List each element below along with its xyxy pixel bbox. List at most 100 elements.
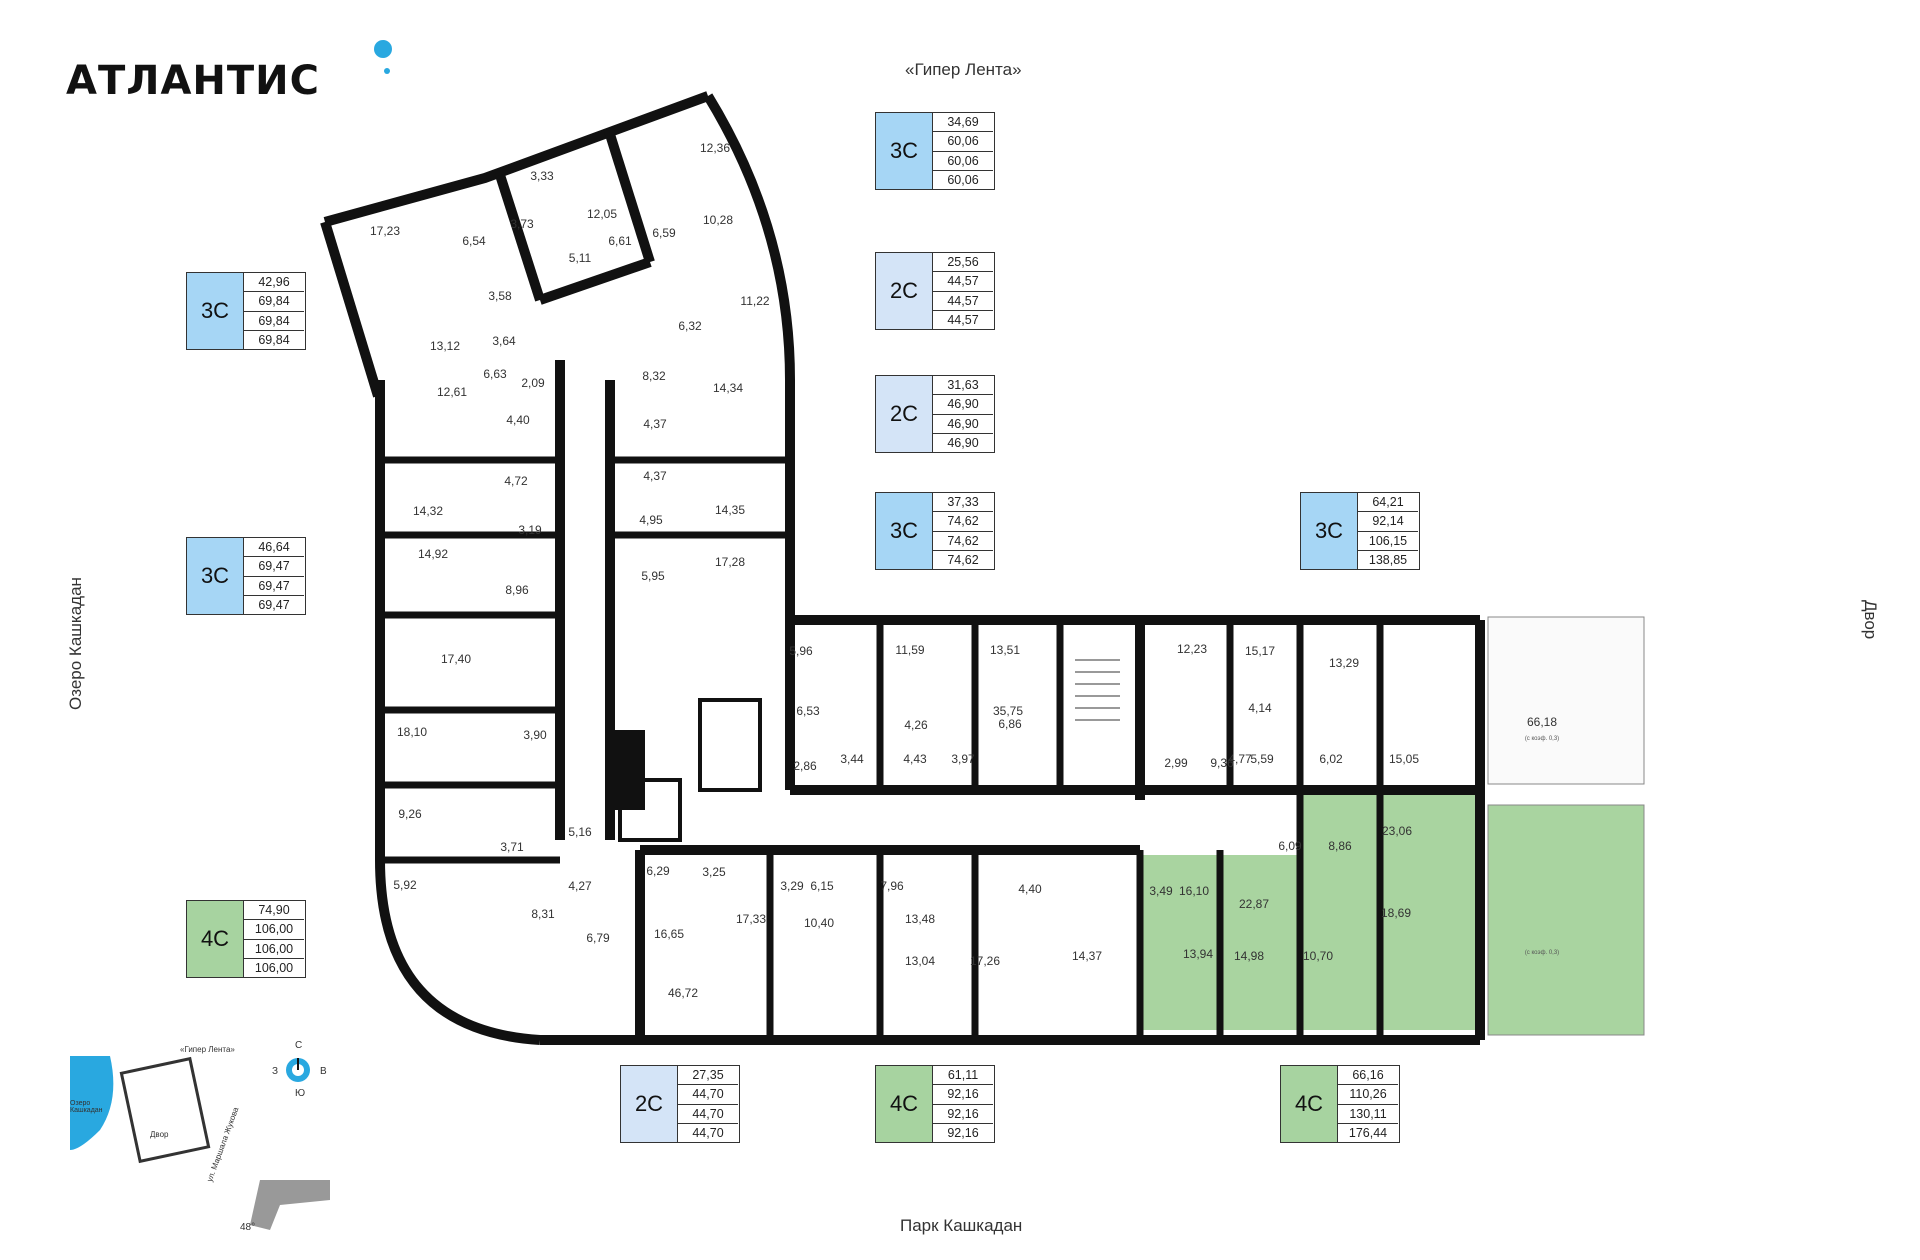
- east-partitions: [766, 620, 1384, 1040]
- room-area-label: 14,98: [1234, 949, 1264, 963]
- room-area-label: 12,23: [1177, 642, 1207, 656]
- room-area-label: 13,51: [990, 643, 1020, 657]
- room-area-label: 10,40: [804, 916, 834, 930]
- room-area-label: 4,37: [643, 417, 667, 431]
- room-area-label: 3,49: [1149, 884, 1173, 898]
- card-area: 46,90: [947, 435, 979, 450]
- card-area: 25,56: [933, 253, 993, 273]
- lake-shape: [70, 1056, 114, 1150]
- room-area-label: 3,19: [518, 523, 542, 537]
- room-area-label: 8,96: [505, 583, 529, 597]
- room-area-label: 3,29: [780, 879, 804, 893]
- context-east: Двор: [1861, 600, 1880, 640]
- room-area-label: 4,40: [1018, 882, 1042, 896]
- card-area: 44,70: [678, 1085, 738, 1105]
- room-area-label: 11,22: [740, 294, 769, 308]
- card-area: 69,84: [258, 332, 290, 347]
- elevator-shaft-2: [618, 778, 682, 842]
- room-area-label: 8,31: [531, 907, 555, 921]
- card-area: 74,62: [933, 532, 993, 551]
- card-area: 69,84: [244, 312, 304, 331]
- card-area: 27,35: [678, 1066, 738, 1086]
- context-north: «Гипер Лента»: [905, 60, 1022, 79]
- card-type: 3С: [187, 273, 244, 349]
- room-area-label: 6,63: [483, 367, 507, 381]
- compass-north: С: [295, 1040, 303, 1051]
- room-area-label: 66,18: [1527, 715, 1557, 729]
- card-area: 44,57: [947, 312, 979, 327]
- location-minimap: [70, 1056, 330, 1230]
- room-area-label: 23,06: [1382, 824, 1412, 838]
- room-area-label: 13,04: [905, 954, 935, 968]
- room-area-label: 5,92: [393, 878, 417, 892]
- room-area-label: 4,72: [504, 474, 528, 488]
- card-area: 92,16: [933, 1085, 993, 1105]
- card-area: 110,26: [1338, 1085, 1398, 1105]
- card-area: 92,14: [1358, 512, 1418, 532]
- card-area: 176,44: [1348, 1125, 1388, 1140]
- room-area-label: 6,09: [1278, 839, 1302, 853]
- room-area-label: 35,75: [993, 704, 1023, 718]
- card-area: 60,06: [933, 132, 993, 152]
- logo-dot-icon: [374, 40, 392, 58]
- room-area-label: 4,40: [506, 413, 530, 427]
- compass-angle: 48°: [240, 1222, 256, 1233]
- card-area: 31,63: [933, 376, 993, 396]
- card-area: 138,85: [1368, 552, 1408, 567]
- card-area: 69,84: [244, 292, 304, 312]
- brand-logo: АТЛАНТИС: [66, 58, 321, 104]
- room-area-label: 17,40: [441, 652, 471, 666]
- room-area-label: 6,79: [586, 931, 610, 945]
- tower-walls: [320, 91, 795, 398]
- room-area-label: 6,54: [462, 234, 486, 248]
- terrace-note: (с коэф. 0,3): [1525, 950, 1559, 956]
- compass-east: В: [320, 1066, 327, 1077]
- card-type: 3С: [876, 493, 933, 569]
- core-column: [610, 730, 645, 810]
- card-area: 74,62: [947, 552, 979, 567]
- card-type: 4С: [187, 901, 244, 977]
- room-area-label: 14,34: [713, 381, 743, 395]
- room-area-label: 16,10: [1179, 884, 1209, 898]
- card-type: 2С: [876, 376, 933, 452]
- card-area: 106,00: [254, 960, 294, 975]
- room-area-label: 7,96: [880, 879, 904, 893]
- room-area-label: 13,29: [1329, 656, 1359, 670]
- minimap-building: [119, 1056, 211, 1164]
- room-area-label: 6,53: [796, 704, 820, 718]
- minimap-top-label: «Гипер Лента»: [180, 1045, 235, 1054]
- compass-west: З: [272, 1066, 279, 1077]
- card-area: 44,70: [678, 1105, 738, 1124]
- room-area-label: 6,32: [678, 319, 702, 333]
- card-area: 37,33: [933, 493, 993, 513]
- room-area-label: 14,37: [1072, 949, 1102, 963]
- room-area-label: 13,12: [430, 339, 460, 353]
- card-type: 3С: [187, 538, 244, 614]
- room-area-label: 12,61: [437, 385, 467, 399]
- card-area: 60,06: [947, 172, 979, 187]
- elevator-shaft-1: [698, 698, 762, 792]
- east-wing-walls: [635, 615, 1485, 1045]
- room-area-label: 4,27: [568, 879, 592, 893]
- card-type: 3С: [1301, 493, 1358, 569]
- card-area: 44,57: [933, 272, 993, 292]
- room-area-label: 46,72: [668, 986, 698, 1000]
- minimap-neighbour: [250, 1180, 330, 1230]
- card-area: 74,90: [244, 901, 304, 921]
- room-area-labels: 12,363,3312,0517,236,543,736,616,5910,28…: [370, 141, 1559, 1000]
- room-area-label: 4,95: [639, 513, 663, 527]
- west-partitions: [380, 456, 790, 864]
- room-area-label: 17,26: [970, 954, 1000, 968]
- card-area: 74,62: [933, 512, 993, 532]
